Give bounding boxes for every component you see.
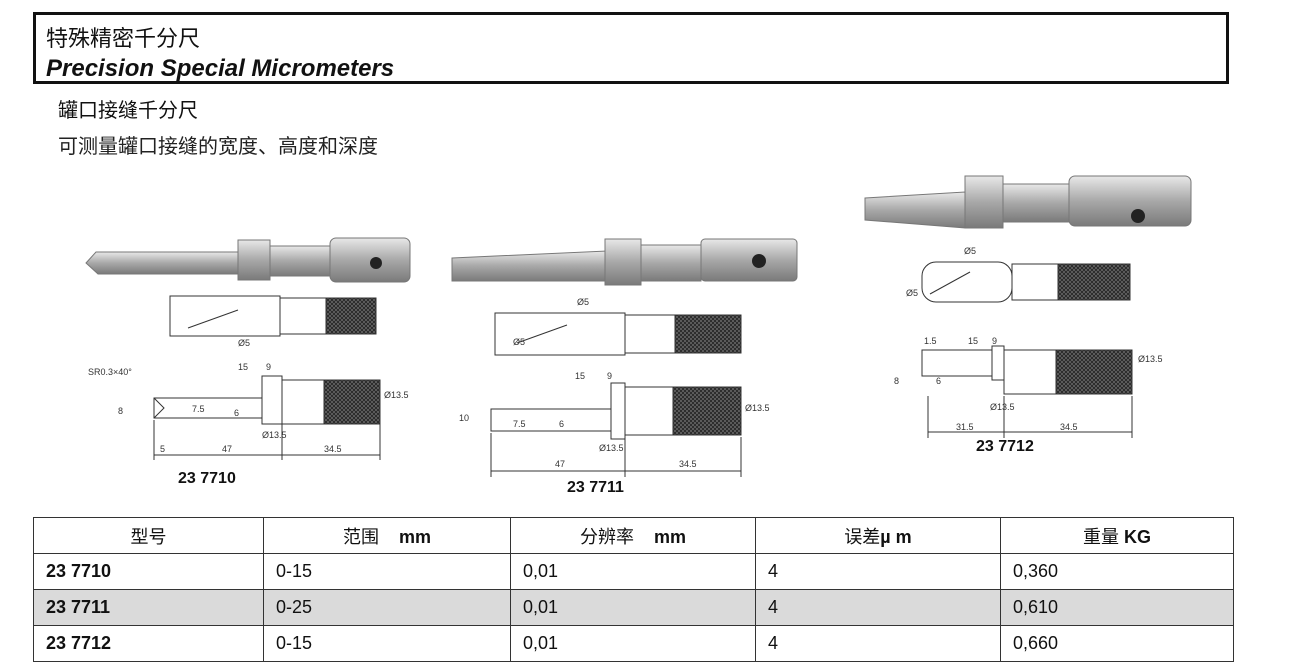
- cell-range: 0-15: [263, 553, 511, 590]
- cell-model: 23 7712: [33, 625, 264, 662]
- dim-label: 9: [266, 362, 272, 372]
- cell-weight: 0,610: [1000, 589, 1234, 626]
- table-row: 23 7712 0-15 0,01 4 0,660: [33, 625, 1234, 662]
- micrometer-237710-drawing: [85, 237, 411, 460]
- dim-label: 34.5: [679, 459, 697, 469]
- dim-label: 15: [968, 336, 979, 346]
- table-row: 23 7711 0-25 0,01 4 0,610: [33, 589, 1234, 626]
- model-label: 23 7710: [178, 470, 236, 487]
- cell-error: 4: [755, 589, 1001, 626]
- cell-range: 0-15: [263, 625, 511, 662]
- dim-label: SR0.3×40°: [88, 367, 132, 377]
- column-header-weight: 重量 KG: [1000, 517, 1234, 554]
- dim-label: Ø13.5: [384, 390, 409, 400]
- cell-resolution: 0,01: [510, 553, 756, 590]
- table-row: 23 7710 0-15 0,01 4 0,360: [33, 553, 1234, 590]
- title-box: 特殊精密千分尺 Precision Special Micrometers: [33, 12, 1229, 84]
- cell-error: 4: [755, 625, 1001, 662]
- dim-label: 6: [936, 376, 942, 386]
- dim-label: Ø13.5: [745, 403, 770, 413]
- dim-label: 47: [222, 444, 233, 454]
- cell-model: 23 7711: [33, 589, 264, 626]
- cell-range: 0-25: [263, 589, 511, 626]
- section-description: 可测量罐口接缝的宽度、高度和深度: [58, 134, 378, 158]
- dim-label: Ø13.5: [599, 443, 624, 453]
- dim-label: Ø5: [577, 297, 590, 307]
- dim-label: 7.5: [513, 419, 526, 429]
- micrometer-237711-drawing: [451, 238, 798, 477]
- column-header-model: 型号: [33, 517, 264, 554]
- cell-model: 23 7710: [33, 553, 264, 590]
- spec-table: 型号 范围 mm 分辨率 mm 误差µ m 重量 KG 23 7710 0-15…: [33, 517, 1234, 662]
- table-header-row: 型号 范围 mm 分辨率 mm 误差µ m 重量 KG: [33, 517, 1234, 554]
- dim-label: 8: [118, 406, 124, 416]
- dim-label: Ø13.5: [1138, 354, 1163, 364]
- dim-label: 8: [894, 376, 900, 386]
- cell-resolution: 0,01: [510, 625, 756, 662]
- column-header-error: 误差µ m: [755, 517, 1001, 554]
- dim-label: 34.5: [1060, 422, 1078, 432]
- dim-label: 5: [160, 444, 166, 454]
- dim-label: 6: [559, 419, 565, 429]
- dim-label: 7.5: [192, 404, 205, 414]
- cell-weight: 0,660: [1000, 625, 1234, 662]
- dim-label: Ø5: [238, 338, 251, 348]
- cell-error: 4: [755, 553, 1001, 590]
- dim-label: 15: [238, 362, 249, 372]
- micrometer-237712-drawing: [864, 175, 1192, 438]
- cell-resolution: 0,01: [510, 589, 756, 626]
- dim-label: 10: [459, 413, 470, 423]
- figure-237712: 1.5 15 9 8 6 Ø13.5 Ø13.5 31.5 34.5 Ø5 Ø5…: [860, 170, 1220, 470]
- dim-label: 34.5: [324, 444, 342, 454]
- dim-label: Ø13.5: [990, 402, 1015, 412]
- dim-label: 9: [992, 336, 998, 346]
- dim-label: Ø13.5: [262, 430, 287, 440]
- column-header-range: 范围 mm: [263, 517, 511, 554]
- title-english: Precision Special Micrometers: [46, 55, 395, 82]
- figure-237710: SR0.3×40° 15 9 8 7.5 6 Ø13.5 Ø13.5 5 47 …: [78, 230, 428, 500]
- model-label: 23 7711: [567, 479, 624, 496]
- cell-weight: 0,360: [1000, 553, 1234, 590]
- dim-label: 6: [234, 408, 240, 418]
- dim-label: 1.5: [924, 336, 937, 346]
- dim-label: Ø5: [964, 246, 977, 256]
- figure-237711: 15 9 10 7.5 6 Ø13.5 Ø13.5 47 34.5 Ø5 Ø5 …: [447, 233, 807, 503]
- dim-label: 15: [575, 371, 586, 381]
- dim-label: 31.5: [956, 422, 974, 432]
- section-title: 罐口接缝千分尺: [58, 98, 198, 122]
- dim-label: 9: [607, 371, 613, 381]
- column-header-resolution: 分辨率 mm: [510, 517, 756, 554]
- dim-label: Ø5: [906, 288, 919, 298]
- model-label: 23 7712: [976, 438, 1034, 455]
- title-chinese: 特殊精密千分尺: [46, 27, 201, 52]
- dim-label: 47: [555, 459, 566, 469]
- dim-label: Ø5: [513, 337, 526, 347]
